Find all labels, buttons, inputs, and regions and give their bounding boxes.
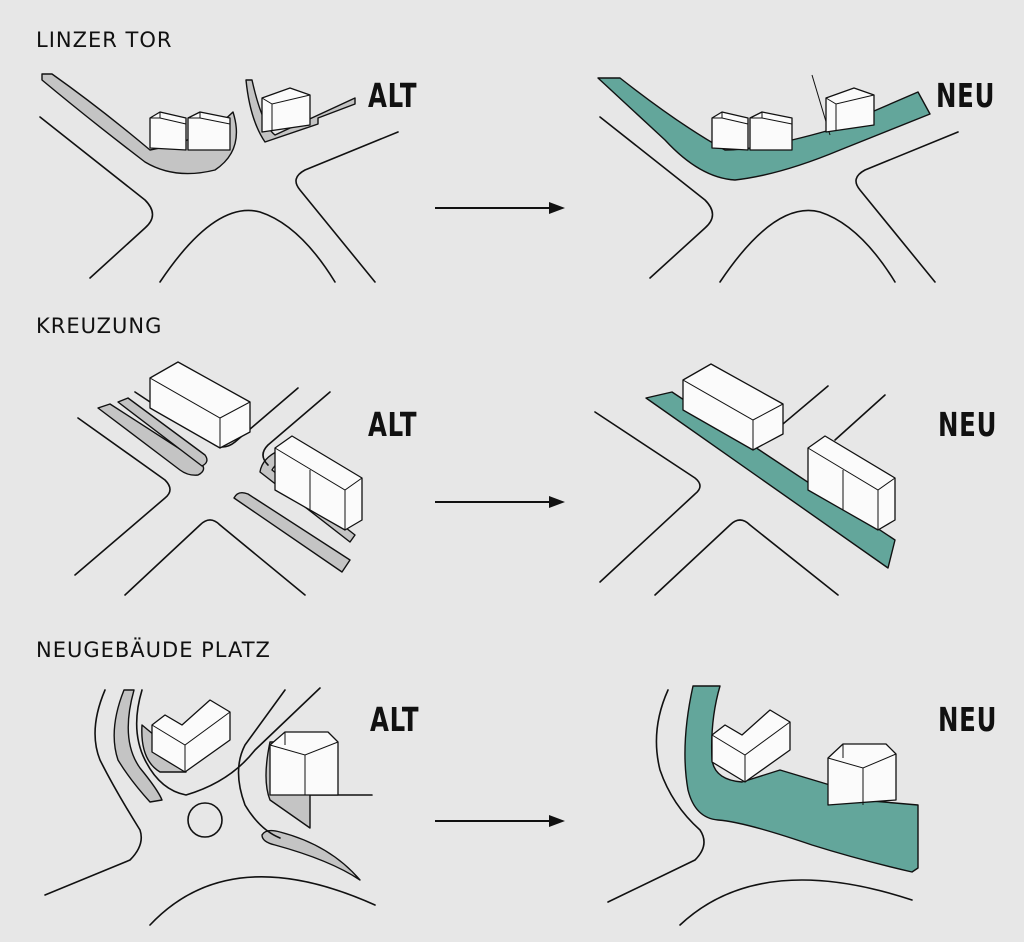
arrow-right-icon [435, 202, 565, 214]
section-title-kreuzung: KREUZUNG [36, 314, 163, 338]
label-neu: NEU [936, 76, 996, 115]
linzer-tor-alt-plan [39, 73, 399, 283]
linzer-tor-neu-plan [597, 74, 959, 283]
section-title-linzer-tor: LINZER TOR [36, 28, 173, 52]
section-title-neugebaeude-platz: NEUGEBÄUDE PLATZ [36, 638, 271, 662]
neugebaeude-platz-alt-plan [44, 687, 376, 926]
label-alt: ALT [368, 405, 418, 444]
label-neu: NEU [938, 700, 998, 739]
arrow-right-icon [435, 496, 565, 508]
kreuzung-alt-plan [74, 361, 363, 596]
label-alt: ALT [370, 700, 420, 739]
neugebaeude-platz-neu-plan [607, 685, 919, 926]
arrow-right-icon [435, 815, 565, 827]
kreuzung-neu-plan [594, 363, 896, 596]
label-neu: NEU [938, 405, 998, 444]
label-alt: ALT [368, 76, 418, 115]
